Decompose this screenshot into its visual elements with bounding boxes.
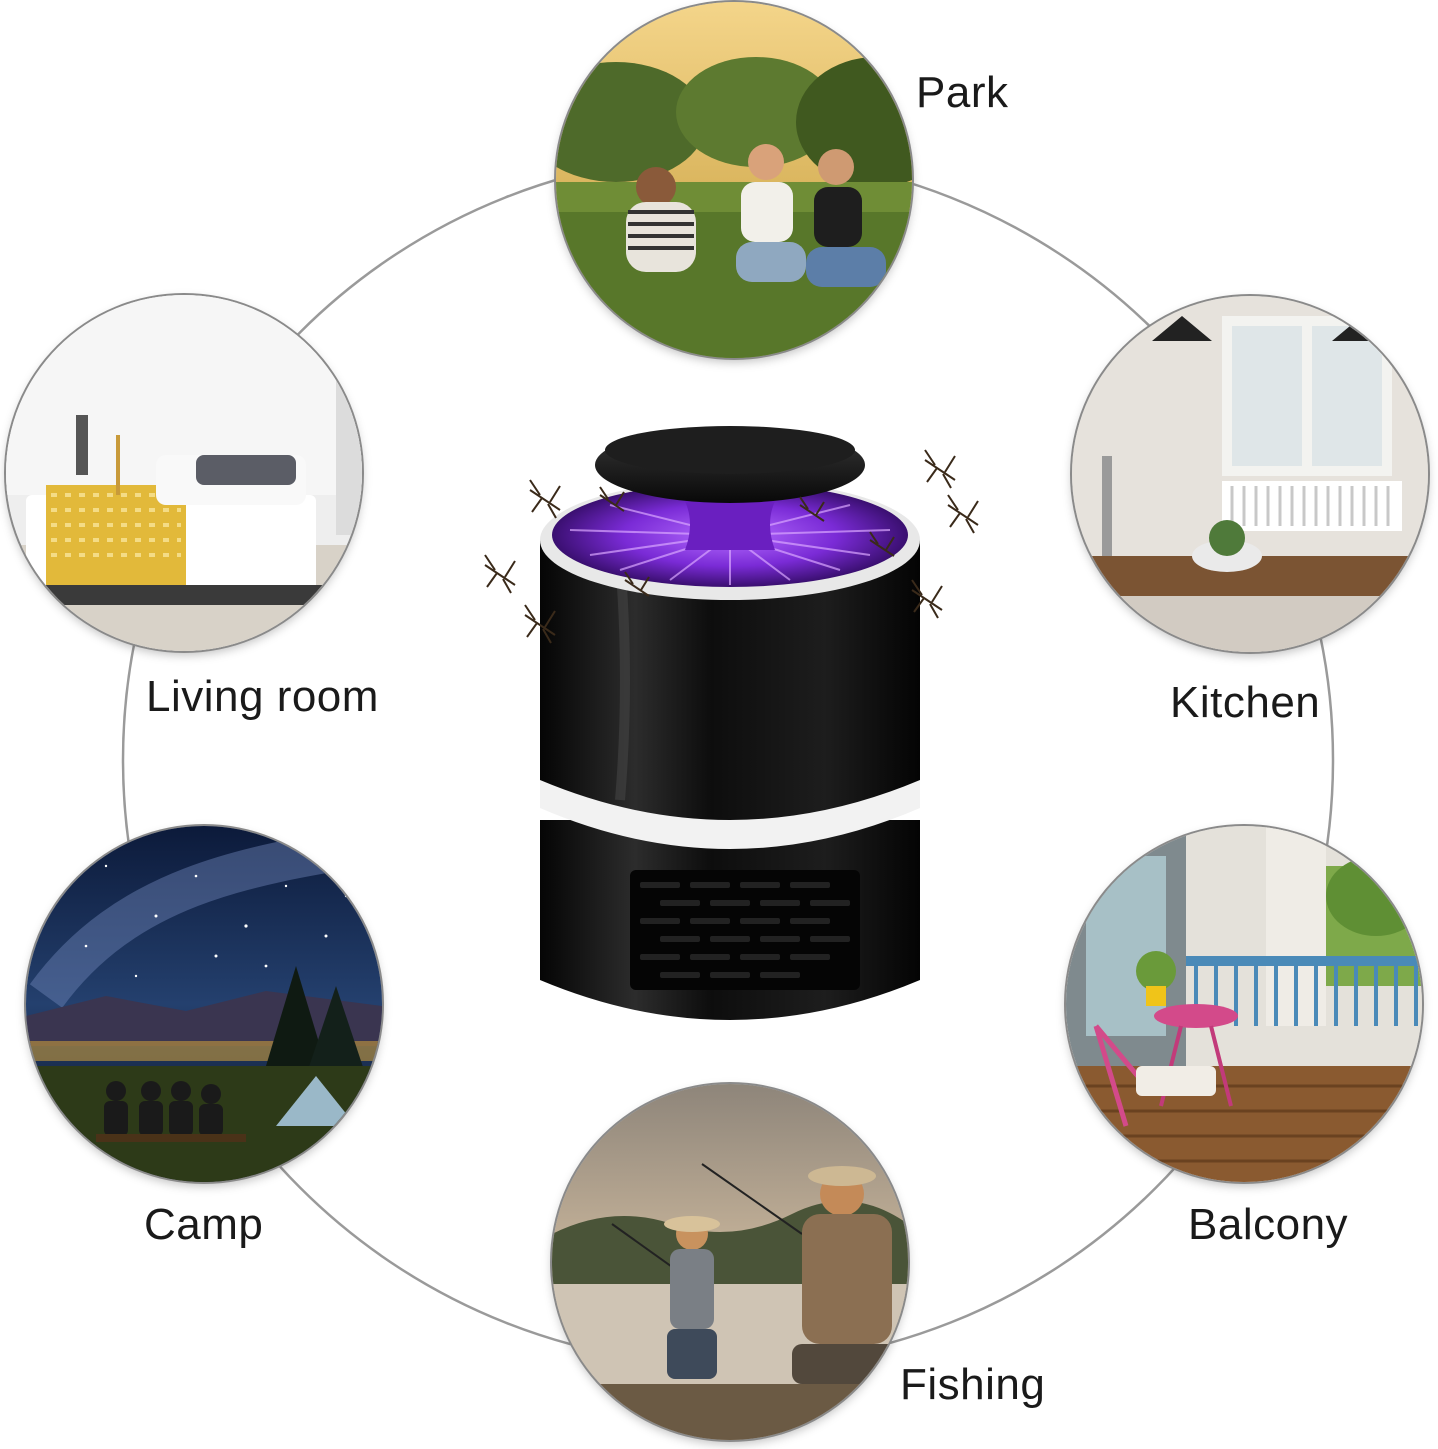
park-photo <box>556 2 912 358</box>
kitchen-label: Kitchen <box>1170 678 1321 727</box>
kitchen-photo <box>1072 296 1428 652</box>
fishing-photo <box>552 1084 908 1440</box>
living-room-photo <box>6 295 362 651</box>
park-label: Park <box>916 68 1009 117</box>
mosquito-lamp <box>470 420 990 1060</box>
balcony-photo <box>1066 826 1422 1182</box>
fishing-label: Fishing <box>900 1360 1046 1409</box>
camp-photo <box>26 826 382 1182</box>
camp-label: Camp <box>144 1200 264 1249</box>
balcony-label: Balcony <box>1188 1200 1349 1249</box>
living-room-label: Living room <box>146 672 379 721</box>
